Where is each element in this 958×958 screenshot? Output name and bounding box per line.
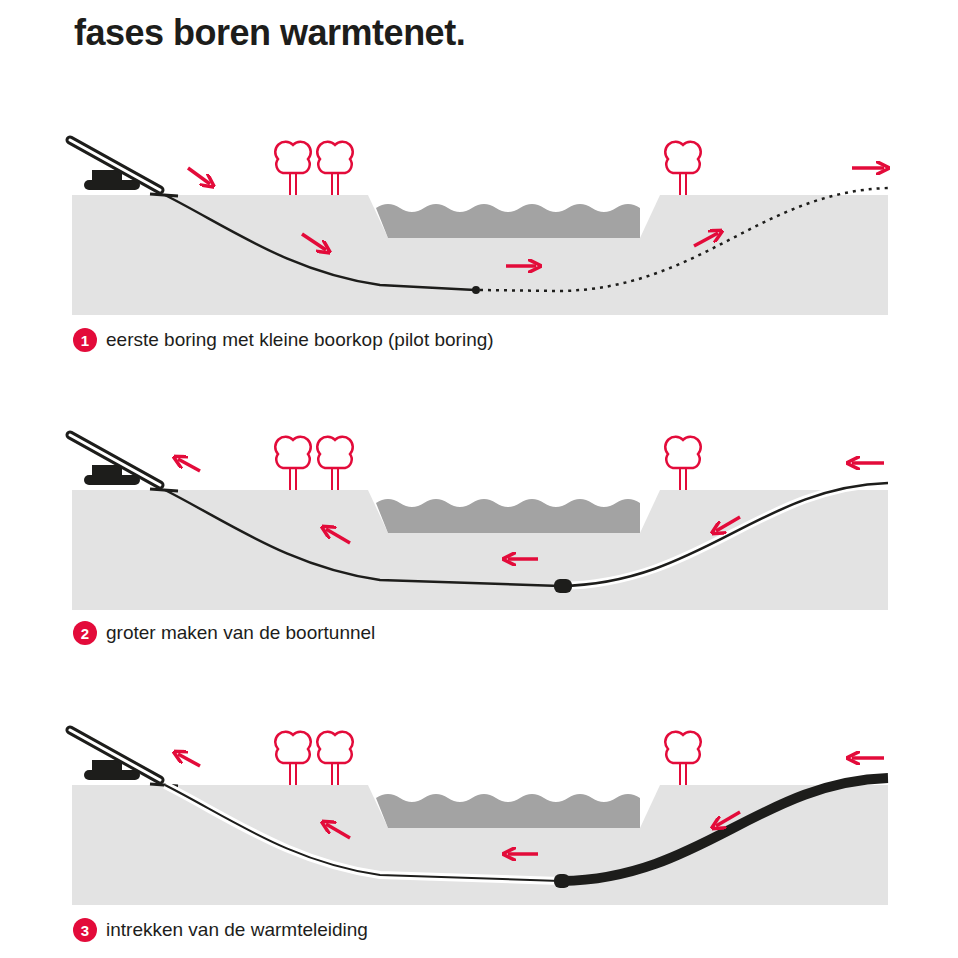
step-number-circle: 1	[73, 328, 97, 352]
step-number: 3	[81, 922, 89, 939]
step-number: 1	[81, 332, 89, 349]
step-caption: groter maken van de boortunnel	[106, 622, 375, 644]
step-number: 2	[81, 625, 89, 642]
diagram-title: fases boren warmtenet.	[74, 12, 465, 54]
step-caption: eerste boring met kleine boorkop (pilot …	[106, 329, 494, 351]
step-number-circle: 3	[73, 918, 97, 942]
step-number-circle: 2	[73, 621, 97, 645]
step-caption: intrekken van de warmteleiding	[106, 919, 368, 941]
